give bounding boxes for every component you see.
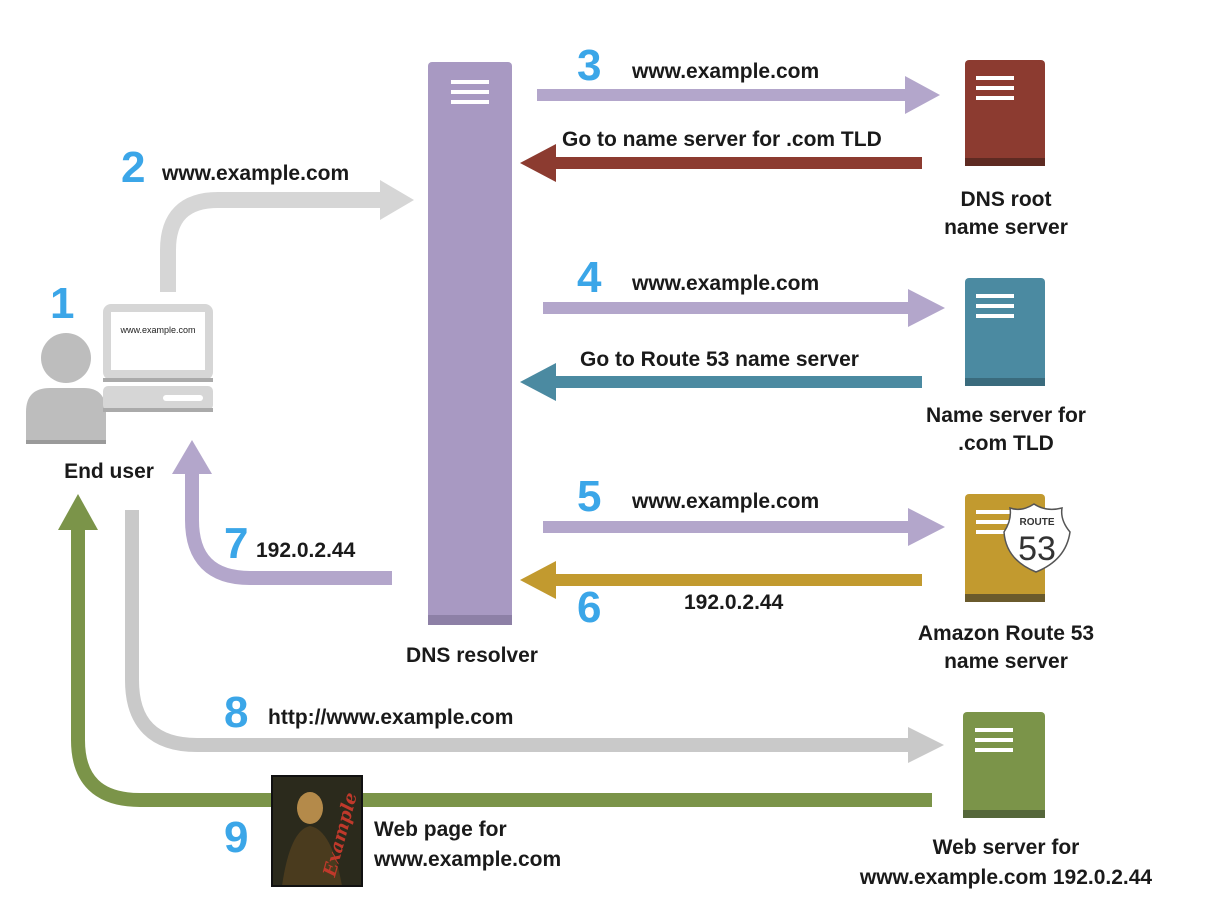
step-5-label: www.example.com <box>631 490 819 513</box>
tld-caption-line1: Name server for <box>926 404 1086 427</box>
tld-caption-line2: .com TLD <box>958 432 1054 455</box>
step-number-3: 3 <box>577 41 601 90</box>
tld-response-label: Go to Route 53 name server <box>580 348 859 371</box>
route53-badge-top: ROUTE <box>1020 517 1055 528</box>
step-8-label: http://www.example.com <box>268 706 513 729</box>
step-6-label: 192.0.2.44 <box>684 591 784 614</box>
resolver-caption: DNS resolver <box>406 644 538 667</box>
step-3-label: www.example.com <box>631 60 819 83</box>
webpage-thumbnail-image: Example <box>271 775 363 887</box>
step-9-label-line2: www.example.com <box>373 848 561 871</box>
route53-badge-num: 53 <box>1018 530 1056 568</box>
root-caption-line2: name server <box>944 216 1068 239</box>
route53-caption-line1: Amazon Route 53 <box>918 622 1094 645</box>
route53-shield-icon: ROUTE 53 <box>1003 503 1071 573</box>
dns-resolver-server-icon <box>428 62 512 625</box>
arrow-step-2 <box>160 180 414 292</box>
step-number-5: 5 <box>577 472 601 521</box>
step-number-7: 7 <box>224 519 248 568</box>
web-server-icon <box>963 712 1045 818</box>
step-4-label: www.example.com <box>631 272 819 295</box>
root-caption-line1: DNS root <box>961 188 1052 211</box>
web-caption-line2: www.example.com 192.0.2.44 <box>859 866 1153 889</box>
root-response-label: Go to name server for .com TLD <box>562 128 882 151</box>
step-7-label: 192.0.2.44 <box>256 539 356 562</box>
arrow-step-9 <box>58 494 932 807</box>
web-caption-line1: Web server for <box>933 836 1080 859</box>
arrow-step-6 <box>520 561 922 599</box>
arrow-step-3 <box>537 76 940 114</box>
arrow-step-7 <box>172 440 392 585</box>
step-9-label-line1: Web page for <box>374 818 507 841</box>
step-number-1: 1 <box>50 279 74 328</box>
arrow-step-4 <box>543 289 945 327</box>
arrow-step-8 <box>125 510 944 763</box>
step-number-9: 9 <box>224 813 248 862</box>
step-2-label: www.example.com <box>161 162 349 185</box>
arrow-tld-response <box>520 363 922 401</box>
arrow-step-5 <box>543 508 945 546</box>
screen-text: www.example.com <box>119 325 195 335</box>
root-server-icon <box>965 60 1045 166</box>
route53-caption-line2: name server <box>944 650 1068 673</box>
end-user-icon <box>26 333 106 444</box>
step-number-2: 2 <box>121 143 145 192</box>
step-number-4: 4 <box>577 253 602 302</box>
step-number-8: 8 <box>224 688 248 737</box>
end-user-caption: End user <box>64 460 154 483</box>
step-number-6: 6 <box>577 583 601 632</box>
arrow-root-response <box>520 144 922 182</box>
tld-server-icon <box>965 278 1045 386</box>
computer-icon: www.example.com <box>103 304 213 412</box>
